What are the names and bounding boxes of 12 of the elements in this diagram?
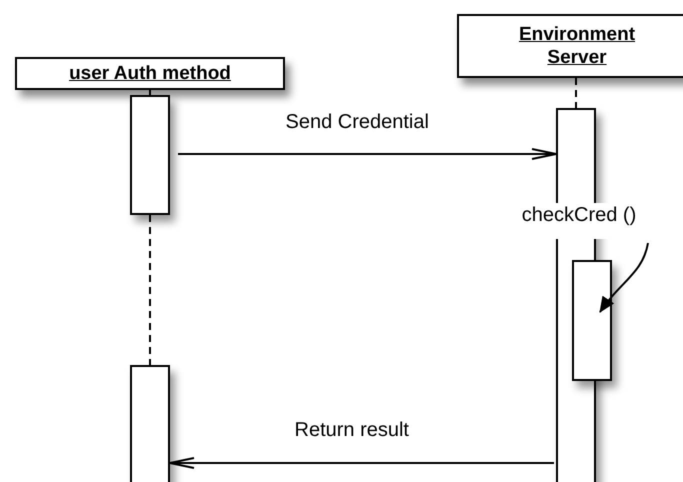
message-arrow <box>169 457 554 469</box>
lifeline <box>149 215 151 365</box>
node-label: checkCred () <box>522 204 636 226</box>
lifeline-header: Environment Server <box>457 14 683 78</box>
message-arrow <box>178 148 557 160</box>
message-arrow <box>599 242 649 313</box>
lifeline <box>149 90 151 95</box>
activation-bar <box>130 95 170 215</box>
lifeline <box>575 78 577 108</box>
activation-bar <box>130 365 170 482</box>
lifeline-header: user Auth method <box>15 57 285 90</box>
activation-bar <box>572 260 612 381</box>
